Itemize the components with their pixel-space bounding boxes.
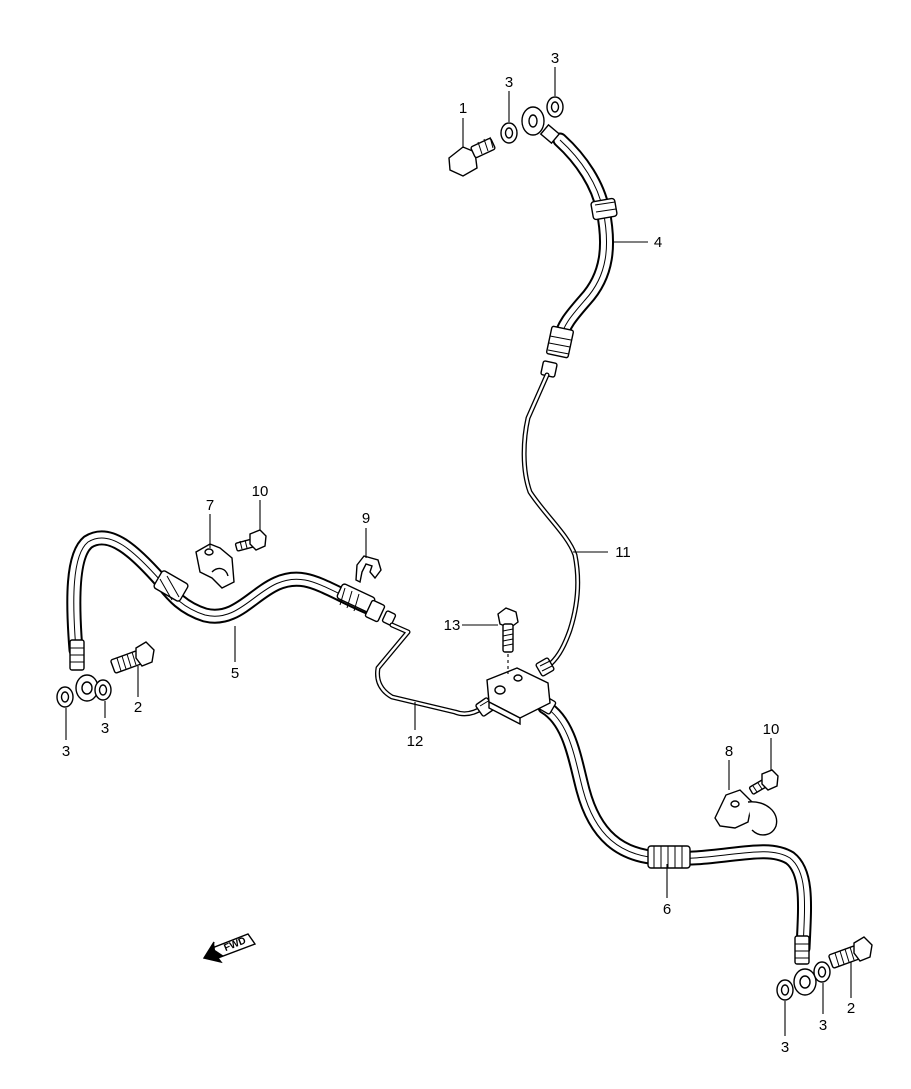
union-bolt-right	[828, 936, 873, 969]
callout-8: 8	[725, 743, 733, 760]
washer-upper-right	[546, 96, 564, 118]
callout-10-right: 10	[763, 721, 780, 738]
callout-3-upper-left: 3	[505, 74, 513, 91]
washer-upper-left	[500, 122, 518, 144]
callout-6: 6	[663, 901, 671, 918]
callout-labels: 1 3 3 4 11 7 10 9 13 5 12 2 3 3 8 10 6 2…	[62, 50, 855, 1056]
callout-4: 4	[654, 234, 662, 251]
callout-13: 13	[444, 617, 461, 634]
washer-right-inner	[813, 961, 831, 983]
brake-pipe-upper	[521, 372, 581, 677]
hose-clip	[355, 555, 382, 584]
brake-joint-block	[486, 667, 551, 726]
callout-3-right-inner: 3	[819, 1017, 827, 1034]
callout-2-left: 2	[134, 699, 142, 716]
callout-12: 12	[407, 733, 424, 750]
callout-1: 1	[459, 100, 467, 117]
brake-pipe-lower	[375, 622, 495, 717]
callout-3-left-inner: 3	[101, 720, 109, 737]
callout-11: 11	[615, 544, 631, 561]
washer-left-inner	[94, 679, 112, 701]
fwd-direction-marker: FWD	[202, 933, 257, 964]
callout-2-right: 2	[847, 1000, 855, 1017]
callout-3-left-outer: 3	[62, 743, 70, 760]
brake-hose-upper	[521, 106, 618, 378]
callout-3-right-outer: 3	[781, 1039, 789, 1056]
callout-9: 9	[362, 510, 370, 527]
washer-left-outer	[56, 686, 74, 708]
bracket-bolt-right	[748, 769, 779, 795]
hose-bracket-right	[714, 789, 778, 836]
callout-5: 5	[231, 665, 239, 682]
hose-bracket-left	[195, 543, 235, 589]
leader-lines	[65, 67, 852, 1036]
callout-10-left: 10	[252, 483, 269, 500]
washer-right-outer	[776, 979, 794, 1001]
union-bolt-upper	[448, 136, 496, 177]
callout-7: 7	[206, 497, 214, 514]
brake-hose-left	[66, 530, 397, 702]
brake-hose-right	[533, 693, 817, 996]
joint-bolt	[497, 607, 519, 674]
bracket-bolt-left	[234, 529, 267, 552]
union-bolt-left	[110, 641, 155, 674]
callout-3-upper-right: 3	[551, 50, 559, 67]
